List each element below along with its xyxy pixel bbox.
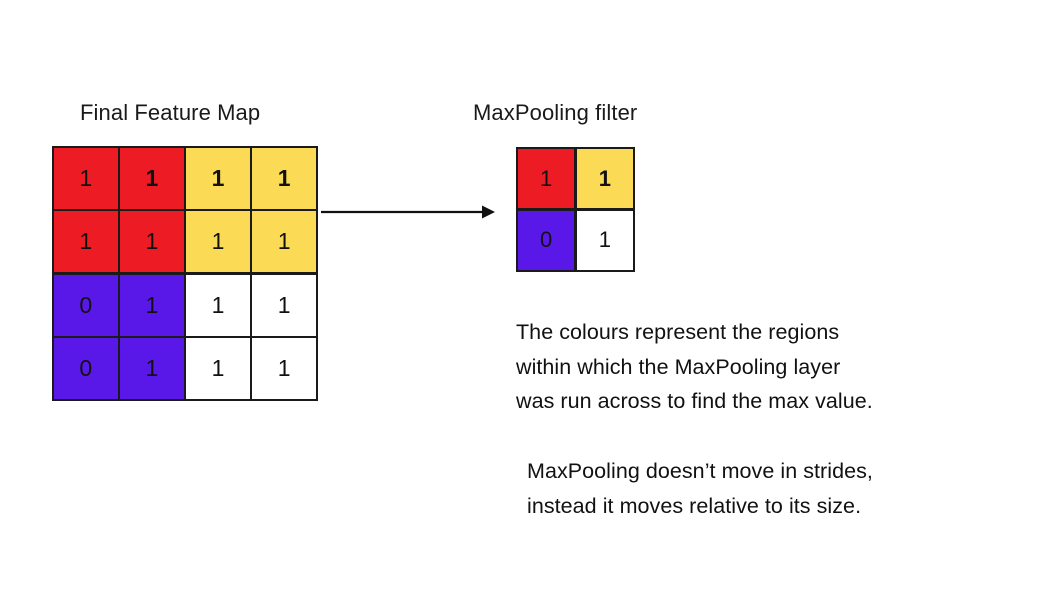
- feature-map-title: Final Feature Map: [80, 100, 261, 125]
- feature-map-cell: 1: [186, 274, 250, 336]
- maxpooling-filter-title: MaxPooling filter: [473, 100, 638, 125]
- feature-map-cell: 1: [120, 274, 184, 336]
- filter-cell: 0: [518, 210, 575, 270]
- feature-map-cell: 1: [186, 148, 250, 209]
- feature-map-cell: 1: [54, 211, 118, 273]
- colours-explanation-text: The colours represent the regions within…: [516, 320, 873, 413]
- filter-cell: 1: [518, 149, 575, 209]
- feature-map-cell: 1: [252, 274, 316, 336]
- feature-map-cell: 1: [120, 338, 184, 399]
- feature-map-cell: 1: [120, 211, 184, 273]
- filter-cell: 1: [576, 149, 633, 209]
- right-arrow-icon: [321, 205, 495, 219]
- feature-map-cell: 1: [252, 148, 316, 209]
- feature-map-cell: 1: [252, 211, 316, 273]
- filter-cell: 1: [576, 210, 633, 270]
- feature-map-cell: 1: [54, 148, 118, 209]
- strides-explanation-text: MaxPooling doesn’t move in strides, inst…: [527, 459, 873, 518]
- feature-map-cell: 1: [120, 148, 184, 209]
- feature-map-cell: 1: [252, 338, 316, 399]
- feature-map-cell: 1: [186, 211, 250, 273]
- feature-map-cell: 1: [186, 338, 250, 399]
- feature-map-cell: 0: [54, 338, 118, 399]
- feature-map-cell: 0: [54, 274, 118, 336]
